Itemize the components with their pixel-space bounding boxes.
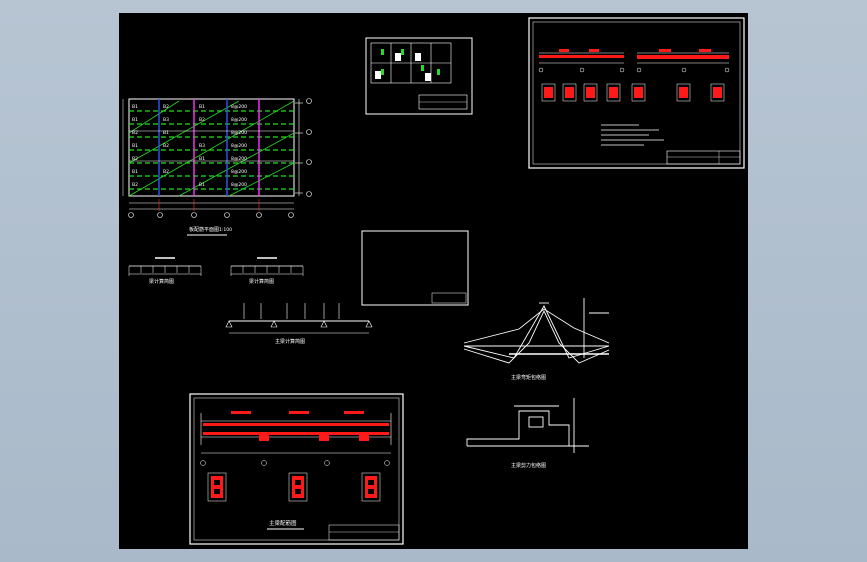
small-frame-drawing[interactable]: [365, 37, 473, 115]
floor-plan-title: 板配筋平面图: [189, 226, 219, 233]
beam-diagram-small-b-label: 梁计算简图: [249, 278, 274, 285]
svg-text:8@200: 8@200: [231, 104, 247, 110]
beam-reinforcement-title: 主梁配筋图: [269, 519, 297, 527]
svg-text:B1: B1: [132, 117, 138, 123]
svg-text:B2: B2: [132, 130, 138, 136]
svg-text:8@200: 8@200: [231, 117, 247, 123]
svg-text:B2: B2: [132, 182, 138, 188]
svg-text:B2: B2: [163, 104, 169, 110]
shear-envelope-label: 主梁剪力包络图: [511, 462, 546, 469]
svg-text:B1: B1: [199, 156, 205, 162]
svg-text:B3: B3: [199, 143, 205, 149]
svg-text:B2: B2: [163, 143, 169, 149]
moment-envelope-diagram[interactable]: 主梁弯矩包络图: [463, 298, 610, 381]
svg-text:B1: B1: [132, 143, 138, 149]
shear-envelope-diagram[interactable]: 主梁剪力包络图: [466, 398, 589, 469]
svg-text:B2: B2: [163, 169, 169, 175]
beam-diagram-small-a-label: 梁计算简图: [149, 278, 174, 285]
svg-text:8@200: 8@200: [231, 156, 247, 162]
svg-text:B1: B1: [132, 104, 138, 110]
main-beam-label: 主梁计算简图: [275, 338, 305, 345]
svg-text:B1: B1: [132, 169, 138, 175]
main-beam-diagram[interactable]: 主梁计算简图: [225, 303, 373, 345]
svg-text:B1: B1: [199, 182, 205, 188]
floor-plan-scale: 1:100: [219, 227, 232, 233]
beam-detail-sheet[interactable]: [528, 17, 745, 169]
svg-text:8@200: 8@200: [231, 169, 247, 175]
svg-text:B3: B3: [163, 117, 169, 123]
svg-text:8@200: 8@200: [231, 130, 247, 136]
beam-reinforcement-sheet[interactable]: 主梁配筋图: [189, 393, 404, 545]
svg-text:B2: B2: [132, 156, 138, 162]
svg-text:8@200: 8@200: [231, 143, 247, 149]
beam-diagram-small-b[interactable]: 梁计算简图: [230, 257, 304, 285]
svg-text:B2: B2: [199, 117, 205, 123]
svg-text:B1: B1: [163, 130, 169, 136]
beam-diagram-small-a[interactable]: 梁计算简图: [128, 257, 202, 285]
svg-text:B1: B1: [199, 104, 205, 110]
moment-envelope-label: 主梁弯矩包络图: [511, 374, 546, 381]
svg-text:8@200: 8@200: [231, 182, 247, 188]
empty-frame[interactable]: [361, 230, 469, 306]
